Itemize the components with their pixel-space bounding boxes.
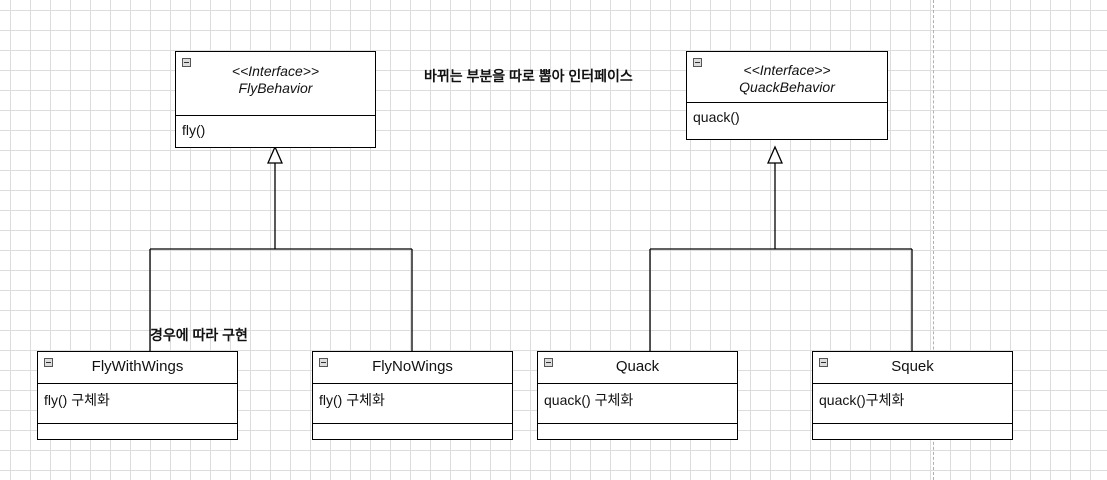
fly-no-wings-header: FlyNoWings: [313, 352, 512, 384]
collapse-icon[interactable]: [44, 358, 53, 367]
quack-name: Quack: [615, 358, 660, 375]
quack-behavior-method: quack(): [693, 109, 740, 125]
fly-no-wings-method: fly() 구체화: [313, 384, 512, 424]
implementation-note: 경우에 따라 구현: [150, 327, 248, 343]
fly-no-wings-name: FlyNoWings: [372, 358, 453, 375]
quack-connector: [649, 163, 913, 351]
squek-empty-section: [813, 424, 1012, 440]
quack-header: Quack: [538, 352, 737, 384]
quack-behavior-stereotype: <<Interface>>: [743, 62, 831, 78]
fly-with-wings-class[interactable]: FlyWithWings fly() 구체화: [37, 351, 238, 440]
collapse-icon[interactable]: [182, 58, 191, 67]
fly-no-wings-class[interactable]: FlyNoWings fly() 구체화: [312, 351, 513, 440]
fly-with-wings-method: fly() 구체화: [38, 384, 237, 424]
quack-behavior-interface[interactable]: <<Interface>> QuackBehavior quack(): [686, 51, 888, 140]
fly-behavior-header: <<Interface>> FlyBehavior: [176, 52, 375, 116]
squek-class[interactable]: Squek quack()구체화: [812, 351, 1013, 440]
fly-behavior-method: fly(): [182, 122, 206, 138]
interface-note: 바뀌는 부분을 따로 뽑아 인터페이스: [424, 68, 633, 84]
collapse-icon[interactable]: [819, 358, 828, 367]
collapse-icon[interactable]: [693, 58, 702, 67]
quack-inheritance-arrowhead: [767, 145, 783, 164]
collapse-icon[interactable]: [319, 358, 328, 367]
quack-method: quack() 구체화: [538, 384, 737, 424]
squek-header: Squek: [813, 352, 1012, 384]
collapse-icon[interactable]: [544, 358, 553, 367]
quack-class[interactable]: Quack quack() 구체화: [537, 351, 738, 440]
squek-name: Squek: [891, 358, 934, 375]
fly-behavior-interface[interactable]: <<Interface>> FlyBehavior fly(): [175, 51, 376, 148]
quack-empty-section: [538, 424, 737, 440]
fly-with-wings-empty-section: [38, 424, 237, 440]
fly-with-wings-name: FlyWithWings: [91, 358, 184, 375]
page-divider: [933, 0, 934, 480]
quack-behavior-name: QuackBehavior: [739, 79, 835, 95]
fly-inheritance-arrowhead: [267, 145, 283, 164]
fly-behavior-name: FlyBehavior: [238, 80, 313, 96]
quack-behavior-header: <<Interface>> QuackBehavior: [687, 52, 887, 103]
fly-connector: [149, 163, 413, 351]
fly-with-wings-header: FlyWithWings: [38, 352, 237, 384]
squek-method: quack()구체화: [813, 384, 1012, 424]
fly-no-wings-empty-section: [313, 424, 512, 440]
fly-behavior-stereotype: <<Interface>>: [231, 63, 320, 79]
